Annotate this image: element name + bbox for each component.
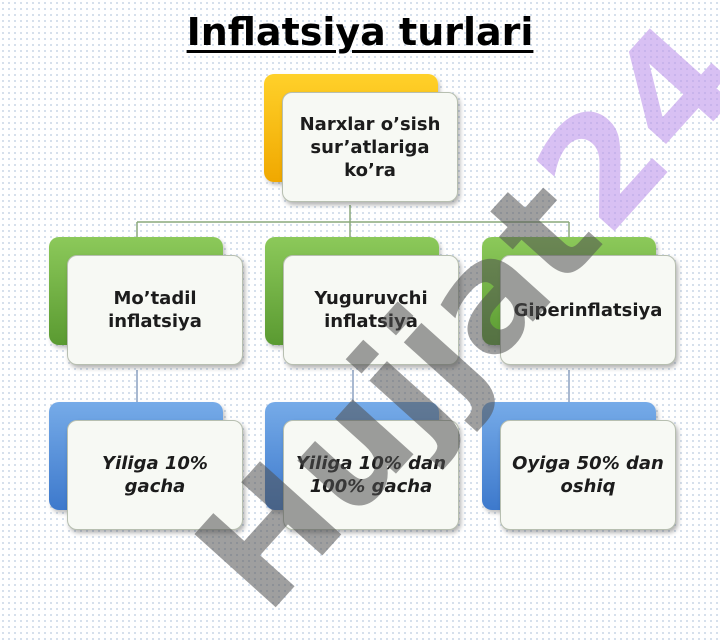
detail-node-label: Yiliga 10% dan 100% gacha xyxy=(283,420,459,530)
connector-lines xyxy=(136,205,570,402)
root-node-label: Narxlar o’sish sur’atlariga ko’ra xyxy=(282,92,458,202)
detail-node-label: Oyiga 50% dan oshiq xyxy=(500,420,676,530)
type-node-label: Yuguruvchi inflatsiya xyxy=(283,255,459,365)
type-node-label: Giperinflatsiya xyxy=(500,255,676,365)
detail-node-label: Yiliga 10% gacha xyxy=(67,420,243,530)
slide-title: Inflatsiya turlari xyxy=(186,10,534,54)
type-node-label: Mo’tadil inflatsiya xyxy=(67,255,243,365)
